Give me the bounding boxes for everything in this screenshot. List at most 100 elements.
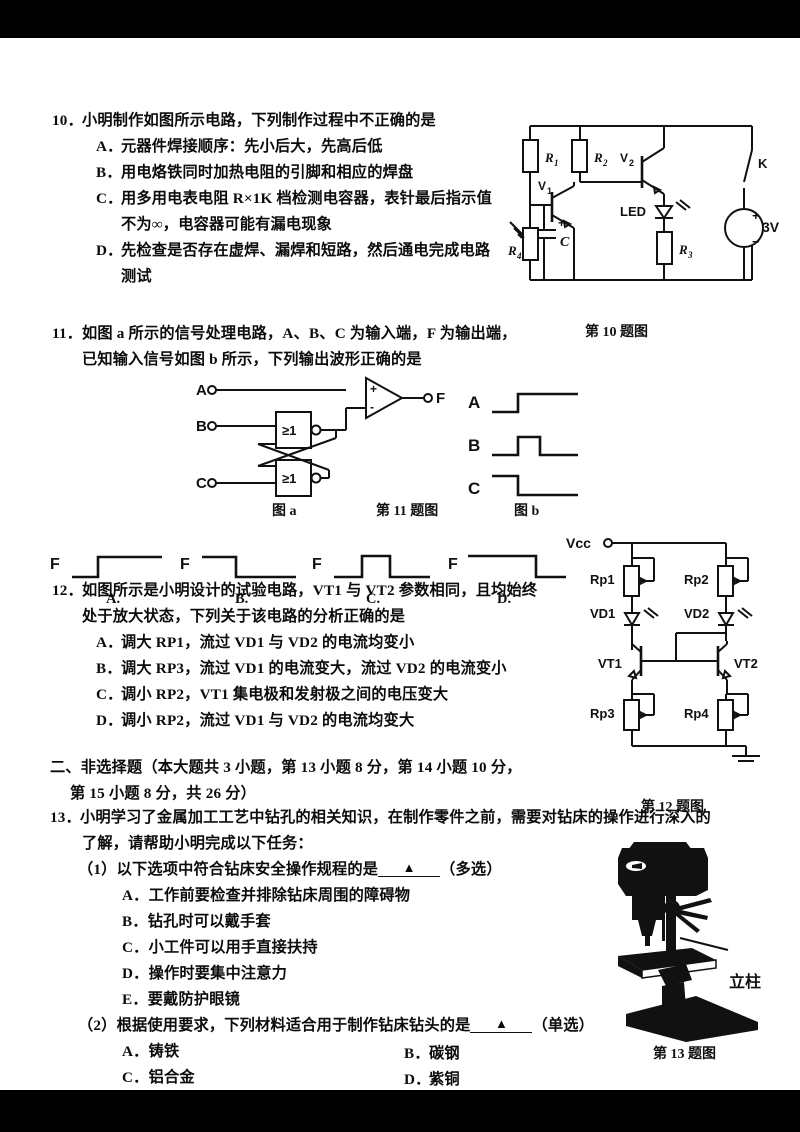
q13-part1-option-b: B．钻孔时可以戴手套: [122, 913, 271, 930]
q12-line-2: 处于放大状态，下列关于该电路的分析正确的是: [82, 608, 406, 625]
svg-text:F: F: [312, 556, 322, 573]
svg-text:VD2: VD2: [684, 606, 709, 621]
q13-part1-option-d: D．操作时要集中注意力: [122, 965, 288, 982]
q13-part2-right-column: B．碳钢 D．紫铜: [404, 1041, 460, 1093]
paper-sheet: 10．小明制作如图所示电路，下列制作过程中不正确的是 A．元器件焊接顺序：先小后…: [0, 38, 800, 1090]
q11-figure-b: A B C: [468, 386, 603, 501]
q11-figure-a: A B C ≥1 ≥1: [196, 376, 446, 498]
q12-option-c: C．调小 RP2，VT1 集电极和发射极之间的电压变大: [96, 686, 449, 703]
q13-line-2: 了解，请帮助小明完成以下任务：: [82, 835, 313, 852]
svg-text:R: R: [507, 243, 517, 258]
svg-text:-: -: [370, 400, 374, 414]
q13-part2-option-c: C．铝合金: [122, 1069, 195, 1086]
svg-text:4: 4: [516, 251, 522, 261]
svg-text:F: F: [436, 390, 445, 407]
svg-text:R: R: [678, 242, 688, 257]
q12-option-b: B．调大 RP3，流过 VD1 的电流变大，流过 VD2 的电流变小: [96, 660, 507, 677]
q10-option-c-cont: 不为∞，电容器可能有漏电现象: [121, 216, 333, 233]
scan-border-bottom: [0, 1090, 800, 1132]
svg-text:R: R: [593, 150, 603, 165]
scan-border-top: [0, 0, 800, 38]
q13-part1-option-c: C．小工件可以用手直接扶持: [122, 939, 318, 956]
svg-text:F: F: [448, 556, 458, 573]
q12-option-a: A．调大 RP1，流过 VD1 与 VD2 的电流均变小: [96, 634, 415, 651]
q12-figure-caption: 第 12 题图: [641, 800, 704, 815]
svg-text:C: C: [468, 479, 480, 498]
q13-part2-prompt: （2）根据使用要求，下列材料适合用于制作钻床钻头的是▲（单选）: [78, 1015, 595, 1034]
svg-text:VD1: VD1: [590, 606, 615, 621]
q13-part1-option-e: E．要戴防护眼镜: [122, 991, 241, 1008]
q11-figure-a-label: 图 a: [272, 504, 297, 519]
q11-figure-b-label: 图 b: [514, 504, 540, 519]
svg-text:−: −: [752, 234, 760, 249]
q10-figure-caption: 第 10 题图: [585, 325, 648, 340]
svg-text:Rp1: Rp1: [590, 572, 615, 587]
q13-part1-prompt: （1）以下选项中符合钻床安全操作规程的是▲（多选）: [78, 859, 502, 878]
q10-option-d-cont: 测试: [121, 268, 152, 285]
q13-part1-answer-blank[interactable]: ▲: [378, 859, 441, 877]
question-11: 11．如图 a 所示的信号处理电路，A、B、C 为输入端，F 为输出端， 已知输…: [52, 321, 517, 373]
svg-text:C: C: [196, 475, 207, 492]
svg-text:F: F: [50, 556, 60, 573]
q10-stem: 10．小明制作如图所示电路，下列制作过程中不正确的是: [52, 112, 436, 129]
svg-text:VT1: VT1: [598, 656, 622, 671]
svg-text:R: R: [544, 150, 554, 165]
q13-part2-answer-blank[interactable]: ▲: [470, 1015, 533, 1033]
svg-text:V: V: [538, 179, 546, 193]
q12-option-d: D．调小 RP2，流过 VD1 与 VD2 的电流均变大: [96, 712, 415, 729]
q11-figure-caption: 第 11 题图: [376, 504, 439, 519]
q11-answer-letter-d: D.: [497, 591, 512, 607]
svg-text:3V: 3V: [762, 219, 780, 235]
q13-part2-option-b: B．碳钢: [404, 1045, 460, 1062]
q11-line-2: 已知输入信号如图 b 所示，下列输出波形正确的是: [82, 351, 422, 368]
q10-option-c: C．用多用电表电阻 R×1K 档检测电容器，表针最后指示值: [96, 190, 492, 207]
question-12: 12．如图所示是小明设计的试验电路，VT1 与 VT2 参数相同，且均始终 处于…: [52, 578, 537, 734]
svg-text:+: +: [558, 216, 565, 230]
q13-part2-option-a: A．铸铁: [122, 1043, 180, 1060]
q11-answer-letter-b: B.: [235, 591, 249, 607]
svg-text:B: B: [196, 418, 207, 435]
svg-text:≥1: ≥1: [282, 471, 296, 486]
question-10: 10．小明制作如图所示电路，下列制作过程中不正确的是 A．元器件焊接顺序：先小后…: [52, 108, 492, 290]
q11-answer-letter-a: A.: [106, 591, 121, 607]
q11-answer-waveforms: F F F F: [50, 543, 570, 591]
q11-line-1: 11．如图 a 所示的信号处理电路，A、B、C 为输入端，F 为输出端，: [52, 325, 517, 342]
q10-option-a: A．元器件焊接顺序：先小后大，先高后低: [96, 138, 383, 155]
svg-text:+: +: [370, 382, 377, 396]
svg-text:K: K: [758, 156, 768, 171]
q13-line-1: 13．小明学习了金属加工工艺中钻孔的相关知识，在制作零件之前，需要对钻床的操作进…: [50, 809, 711, 826]
svg-text:1: 1: [547, 186, 552, 196]
q11-answer-letter-c: C.: [366, 591, 381, 607]
q13-figure-caption: 第 13 题图: [653, 1047, 716, 1062]
q10-option-b: B．用电烙铁同时加热电阻的引脚和相应的焊盘: [96, 164, 414, 181]
question-13: 13．小明学习了金属加工工艺中钻孔的相关知识，在制作零件之前，需要对钻床的操作进…: [50, 805, 711, 1091]
svg-text:V: V: [620, 151, 628, 165]
svg-text:≥1: ≥1: [282, 423, 296, 438]
svg-text:+: +: [752, 208, 760, 223]
svg-text:A: A: [196, 382, 207, 399]
svg-text:2: 2: [629, 158, 634, 168]
svg-text:C: C: [560, 235, 570, 250]
q13-drill-press-figure: [600, 838, 790, 1043]
svg-text:Vcc: Vcc: [566, 535, 591, 551]
svg-text:1: 1: [554, 158, 559, 168]
q12-circuit-figure: Vcc Rp1: [566, 528, 796, 768]
svg-text:Rp4: Rp4: [684, 706, 709, 721]
svg-text:VT2: VT2: [734, 656, 758, 671]
svg-text:LED: LED: [620, 204, 646, 219]
svg-text:B: B: [468, 436, 480, 455]
svg-text:2: 2: [602, 158, 608, 168]
q13-part2-option-d: D．紫铜: [404, 1071, 460, 1088]
svg-text:3: 3: [687, 250, 693, 260]
svg-text:Rp2: Rp2: [684, 572, 709, 587]
section-2-line-1: 二、非选择题（本大题共 3 小题，第 13 小题 8 分，第 14 小题 10 …: [50, 759, 522, 776]
section-2-heading: 二、非选择题（本大题共 3 小题，第 13 小题 8 分，第 14 小题 10 …: [50, 755, 522, 807]
q13-part1-option-a: A．工作前要检查并排除钻床周围的障碍物: [122, 887, 411, 904]
svg-text:Rp3: Rp3: [590, 706, 615, 721]
q10-option-d: D．先检查是否存在虚焊、漏焊和短路，然后通电完成电路: [96, 242, 491, 259]
svg-text:A: A: [468, 393, 480, 412]
q13-column-annotation: 立柱: [729, 974, 762, 991]
section-2-line-2: 第 15 小题 8 分，共 26 分）: [70, 785, 257, 802]
